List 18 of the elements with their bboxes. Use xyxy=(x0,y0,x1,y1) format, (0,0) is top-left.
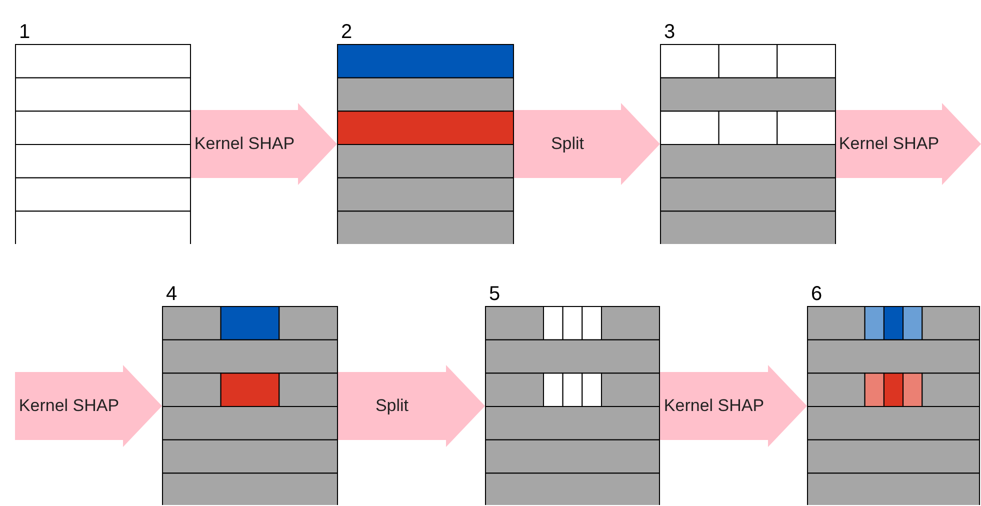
edge-label: Kernel SHAP xyxy=(664,396,764,416)
edge-label: Split xyxy=(375,396,409,416)
edge-label: Kernel SHAP xyxy=(838,134,940,154)
step-number: 1 xyxy=(19,20,30,44)
edge-label: Kernel SHAP xyxy=(18,396,120,416)
block-arrow xyxy=(15,365,162,447)
block-arrow xyxy=(660,365,807,447)
edge-label: Split xyxy=(550,134,584,154)
block-arrow xyxy=(514,103,660,185)
step-number: 6 xyxy=(811,282,822,306)
edge-label: Kernel SHAP xyxy=(194,134,295,154)
step-number: 5 xyxy=(489,282,500,306)
step-number: 4 xyxy=(166,282,178,306)
block-arrow xyxy=(191,103,337,185)
block-arrow xyxy=(338,365,485,447)
step-number: 3 xyxy=(664,20,676,44)
step-number: 2 xyxy=(341,20,352,44)
block-arrow xyxy=(836,103,981,185)
